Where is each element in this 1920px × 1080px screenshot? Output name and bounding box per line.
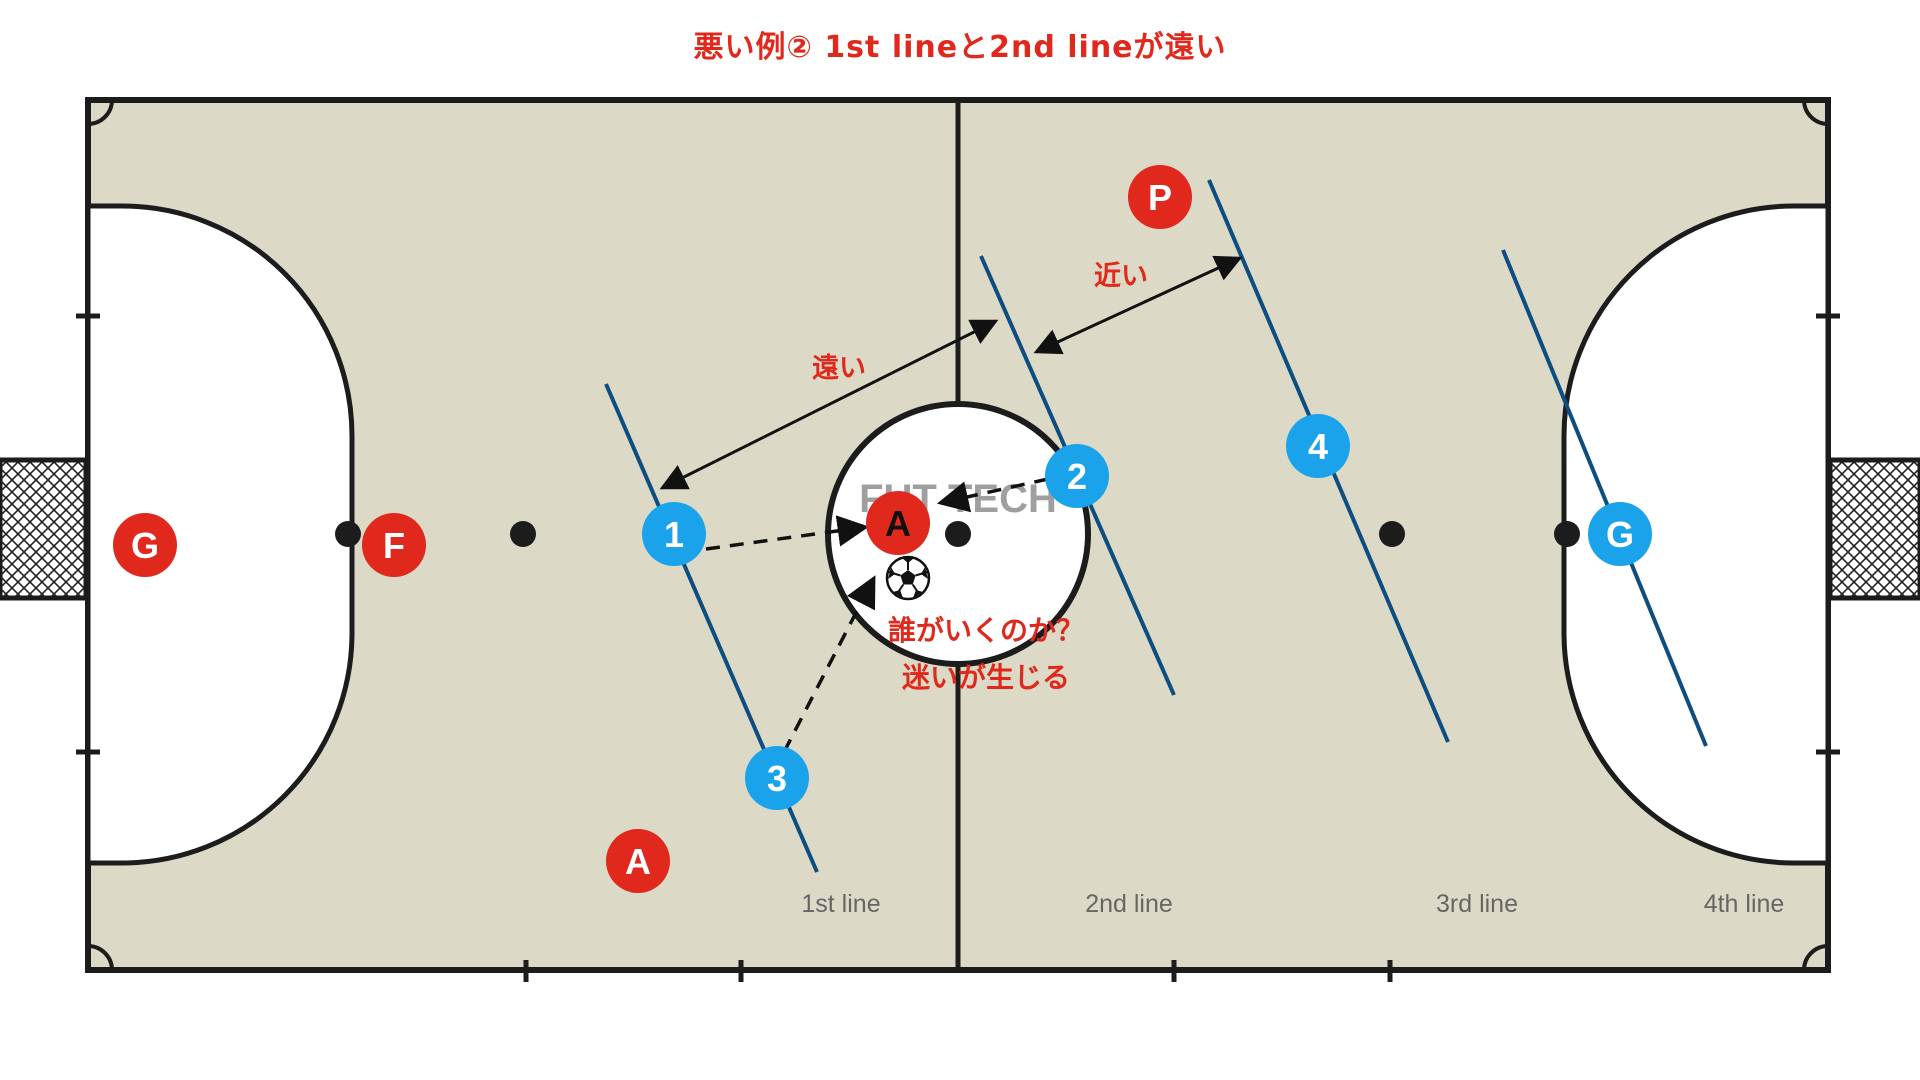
player-red-ala-center: A: [866, 491, 930, 555]
svg-text:3: 3: [767, 758, 787, 799]
svg-text:G: G: [131, 525, 159, 566]
player-blue-1: 1: [642, 502, 706, 566]
red-team: G F A A P: [113, 165, 1192, 893]
player-red-ala-bottom: A: [606, 829, 670, 893]
svg-text:1: 1: [664, 514, 684, 555]
far-distance-arrow: [659, 319, 999, 490]
left-penalty-area: [85, 203, 355, 866]
fourth-line-label: 4th line: [1704, 890, 1785, 918]
fourth-defense-line: [1501, 249, 1708, 747]
player-red-fixo: F: [362, 513, 426, 577]
first-line-label: 1st line: [801, 890, 880, 918]
left-goal-net: [0, 457, 89, 601]
diagram-title: 悪い例② 1st lineと2nd lineが遠い: [693, 30, 1227, 65]
press-arrow-3: [782, 575, 876, 753]
press-arrows: [705, 477, 1049, 753]
soccer-ball-icon: [885, 555, 931, 601]
player-blue-goalkeeper: G: [1588, 502, 1652, 566]
player-blue-4: 4: [1286, 414, 1350, 478]
far-label: 遠い: [812, 353, 866, 384]
player-blue-3: 3: [745, 746, 809, 810]
player-blue-2: 2: [1045, 444, 1109, 508]
press-arrow-2: [936, 477, 1049, 513]
corner-arcs: [87, 99, 1829, 971]
svg-text:P: P: [1148, 177, 1172, 218]
player-red-pivo: P: [1128, 165, 1192, 229]
right-penalty-area: [1561, 203, 1831, 866]
confusion-label: 迷いが生じる: [902, 661, 1070, 694]
distance-arrows: [659, 255, 1243, 490]
player-red-goalkeeper: G: [113, 513, 177, 577]
boundary-ticks: [76, 313, 1840, 982]
line-labels: 1st line 2nd line 3rd line 4th line: [801, 890, 1784, 918]
question-label: 誰がいくのか？: [888, 614, 1084, 647]
third-line-label: 3rd line: [1436, 890, 1518, 918]
near-distance-arrow: [1033, 255, 1243, 355]
near-label: 近い: [1094, 261, 1148, 292]
second-line-label: 2nd line: [1085, 890, 1173, 918]
svg-text:A: A: [885, 503, 911, 544]
press-arrow-1: [705, 515, 870, 551]
svg-text:A: A: [625, 841, 651, 882]
right-goal-net: [1827, 457, 1920, 601]
svg-text:F: F: [383, 525, 405, 566]
svg-text:2: 2: [1067, 456, 1087, 497]
pitch-marks: [335, 521, 1580, 547]
svg-text:4: 4: [1308, 426, 1328, 467]
svg-text:G: G: [1606, 514, 1634, 555]
blue-team: 1 2 3 4 G: [642, 414, 1652, 810]
